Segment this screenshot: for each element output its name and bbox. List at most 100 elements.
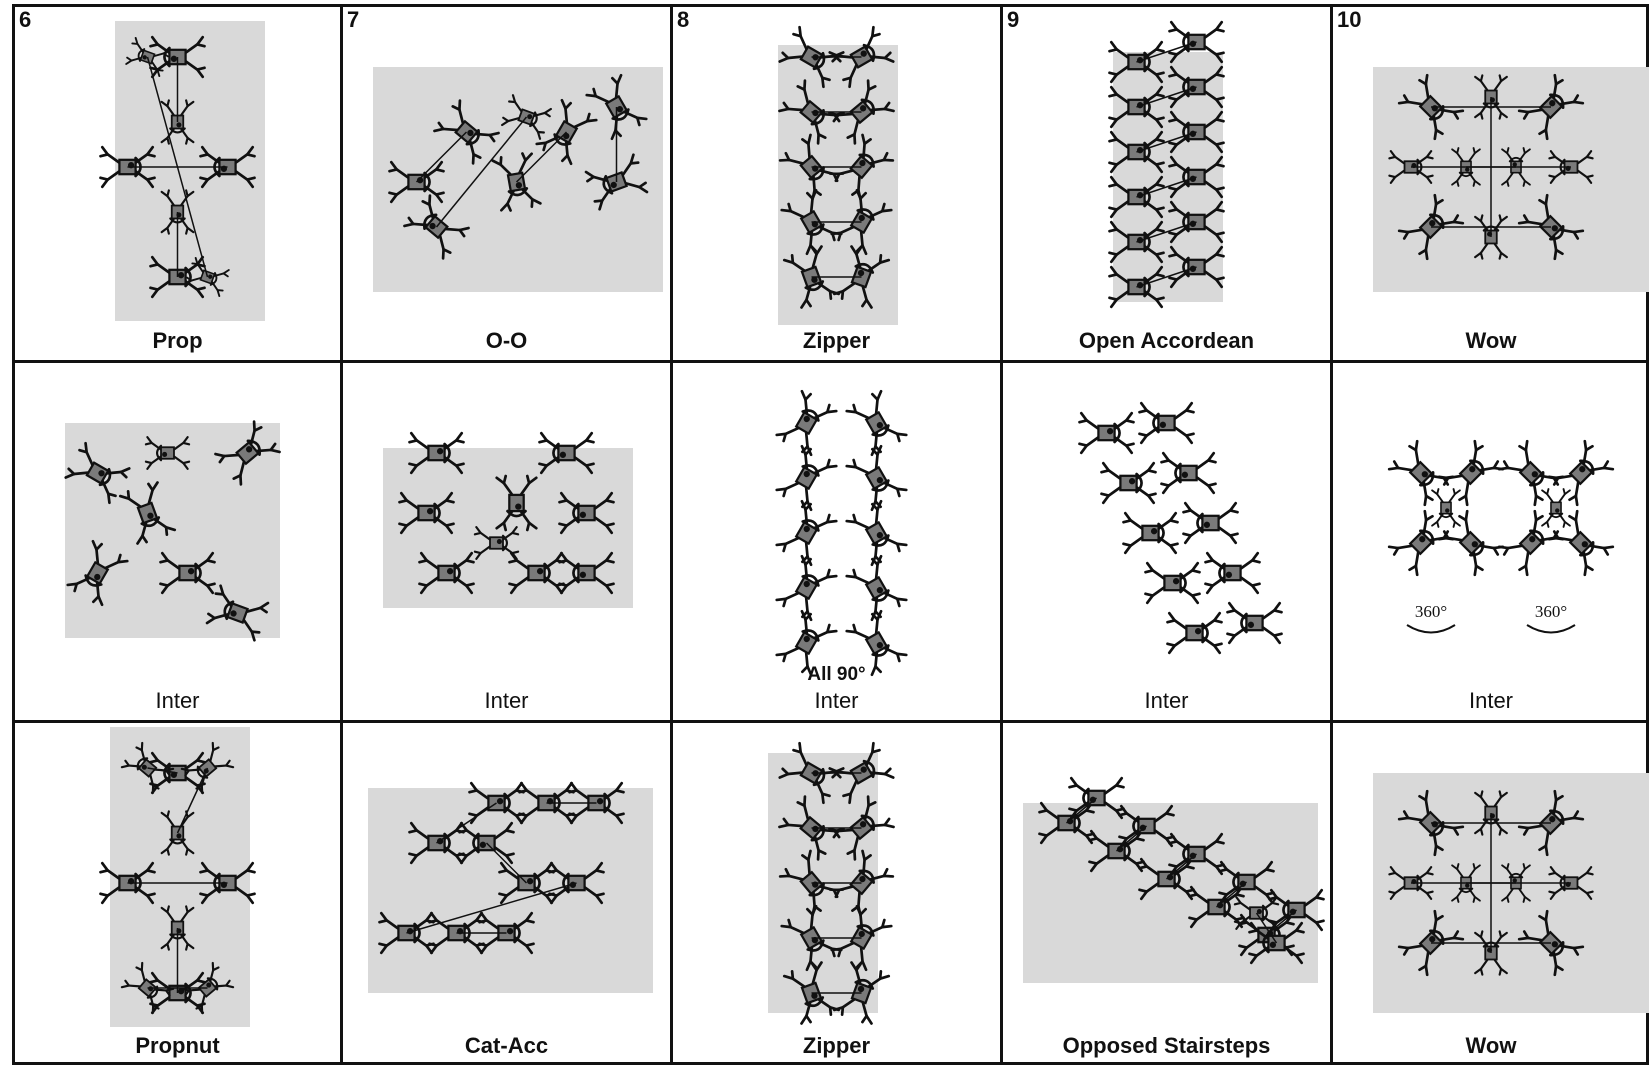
diagram-figure bbox=[1373, 67, 1649, 292]
molecule-group bbox=[388, 73, 649, 260]
molecule-icon bbox=[1108, 130, 1165, 174]
molecule-group bbox=[778, 25, 895, 309]
molecule-icon bbox=[782, 245, 841, 309]
diagram-figure bbox=[775, 389, 908, 677]
molecule-icon bbox=[845, 609, 908, 677]
grid-line-horizontal bbox=[12, 1062, 1649, 1065]
molecule-group bbox=[1388, 789, 1594, 977]
molecule-group bbox=[99, 741, 256, 1015]
bond-line bbox=[1136, 131, 1197, 153]
molecule-icon bbox=[1268, 888, 1325, 932]
molecule-icon bbox=[845, 554, 908, 622]
grid-line-horizontal bbox=[12, 360, 1649, 363]
molecule-icon bbox=[830, 188, 893, 256]
molecule-icon bbox=[775, 389, 838, 457]
bond-line bbox=[435, 116, 528, 228]
bond-line bbox=[406, 882, 577, 934]
diagram-cell: Wow bbox=[1333, 723, 1649, 1065]
diagram-figure bbox=[373, 67, 663, 292]
bond-line bbox=[1136, 86, 1197, 108]
molecule-icon bbox=[418, 551, 475, 595]
molecule-icon bbox=[1100, 461, 1157, 505]
cell-label: Zipper bbox=[802, 1033, 871, 1058]
grid-line-vertical bbox=[1330, 4, 1333, 1065]
molecule-icon bbox=[775, 444, 838, 512]
molecule-icon bbox=[1108, 40, 1165, 84]
molecule-icon bbox=[66, 539, 129, 607]
bond-line bbox=[176, 767, 209, 834]
column-number: 10 bbox=[1337, 7, 1362, 32]
molecule-icon bbox=[1497, 439, 1565, 507]
molecule-icon bbox=[144, 436, 191, 470]
diagram-cell: Inter bbox=[15, 363, 340, 720]
bond-line bbox=[1216, 881, 1247, 908]
molecule-icon bbox=[1497, 509, 1565, 577]
molecule-icon bbox=[1547, 509, 1615, 577]
bond-line bbox=[515, 131, 568, 183]
rotation-arrow-icon bbox=[1406, 624, 1456, 634]
diagram-cell: Cat-Acc bbox=[343, 723, 670, 1065]
molecule-icon bbox=[1437, 509, 1505, 577]
diagram-cell: Opposed Stairsteps bbox=[1003, 723, 1330, 1065]
molecule-icon bbox=[1166, 611, 1223, 655]
grid-line-vertical bbox=[12, 4, 15, 1065]
molecule-icon bbox=[1226, 601, 1283, 645]
column-number: 9 bbox=[1007, 7, 1020, 32]
molecule-icon bbox=[149, 971, 206, 1015]
bond-line bbox=[146, 56, 209, 278]
molecule-icon bbox=[828, 849, 895, 917]
molecule-icon bbox=[1122, 511, 1179, 555]
molecule-icon bbox=[780, 188, 843, 256]
cell-label: Propnut bbox=[135, 1033, 220, 1058]
molecule-icon bbox=[99, 145, 156, 189]
bond-line bbox=[1136, 221, 1197, 243]
molecule-icon bbox=[1160, 451, 1217, 495]
diagram-cell: Propnut bbox=[15, 723, 340, 1065]
bond-line bbox=[1266, 909, 1297, 936]
molecule-icon bbox=[775, 499, 838, 567]
diagram-figure bbox=[778, 25, 898, 325]
molecule-group bbox=[1387, 439, 1615, 577]
rotation-right-label: 360° bbox=[1535, 602, 1567, 621]
molecule-icon bbox=[495, 474, 538, 532]
molecule-icon bbox=[1397, 909, 1465, 977]
molecule-icon bbox=[125, 36, 170, 78]
cell-label: Inter bbox=[484, 688, 529, 713]
bond-line bbox=[436, 802, 497, 844]
cell-label: O-O bbox=[485, 328, 528, 353]
bond-line bbox=[1255, 912, 1278, 944]
molecule-icon bbox=[1204, 551, 1261, 595]
molecule-icon bbox=[1078, 411, 1135, 455]
diagram-cell: Inter bbox=[343, 363, 670, 720]
molecule-icon bbox=[1108, 265, 1165, 309]
molecule-icon bbox=[64, 441, 131, 505]
molecule-icon bbox=[1138, 401, 1195, 445]
diagram-figure bbox=[64, 420, 281, 642]
molecule-icon bbox=[1168, 245, 1225, 289]
shaded-area bbox=[1113, 52, 1223, 302]
cell-label: Prop bbox=[152, 328, 203, 353]
column-number: 8 bbox=[677, 7, 690, 32]
cell-label: Zipper bbox=[802, 328, 871, 353]
diagram-figure bbox=[99, 21, 265, 321]
grid-line-vertical bbox=[1646, 4, 1649, 1065]
molecule-icon bbox=[1541, 488, 1571, 528]
diagram-cell: Zipper bbox=[673, 723, 1000, 1065]
cell-label: Cat-Acc bbox=[464, 1033, 549, 1058]
molecule-icon bbox=[1168, 155, 1225, 199]
molecule-icon bbox=[775, 609, 838, 677]
molecule-icon bbox=[778, 25, 845, 89]
cell-label: Inter bbox=[1468, 688, 1514, 713]
cell-label: Open Accordean bbox=[1078, 328, 1255, 353]
molecule-icon bbox=[473, 526, 520, 560]
molecule-icon bbox=[828, 133, 895, 201]
molecule-icon bbox=[214, 420, 281, 486]
cell-label: Inter bbox=[1144, 688, 1189, 713]
diagram-cell: 360°360°Inter bbox=[1333, 363, 1649, 720]
diagram-figure bbox=[1023, 776, 1325, 983]
